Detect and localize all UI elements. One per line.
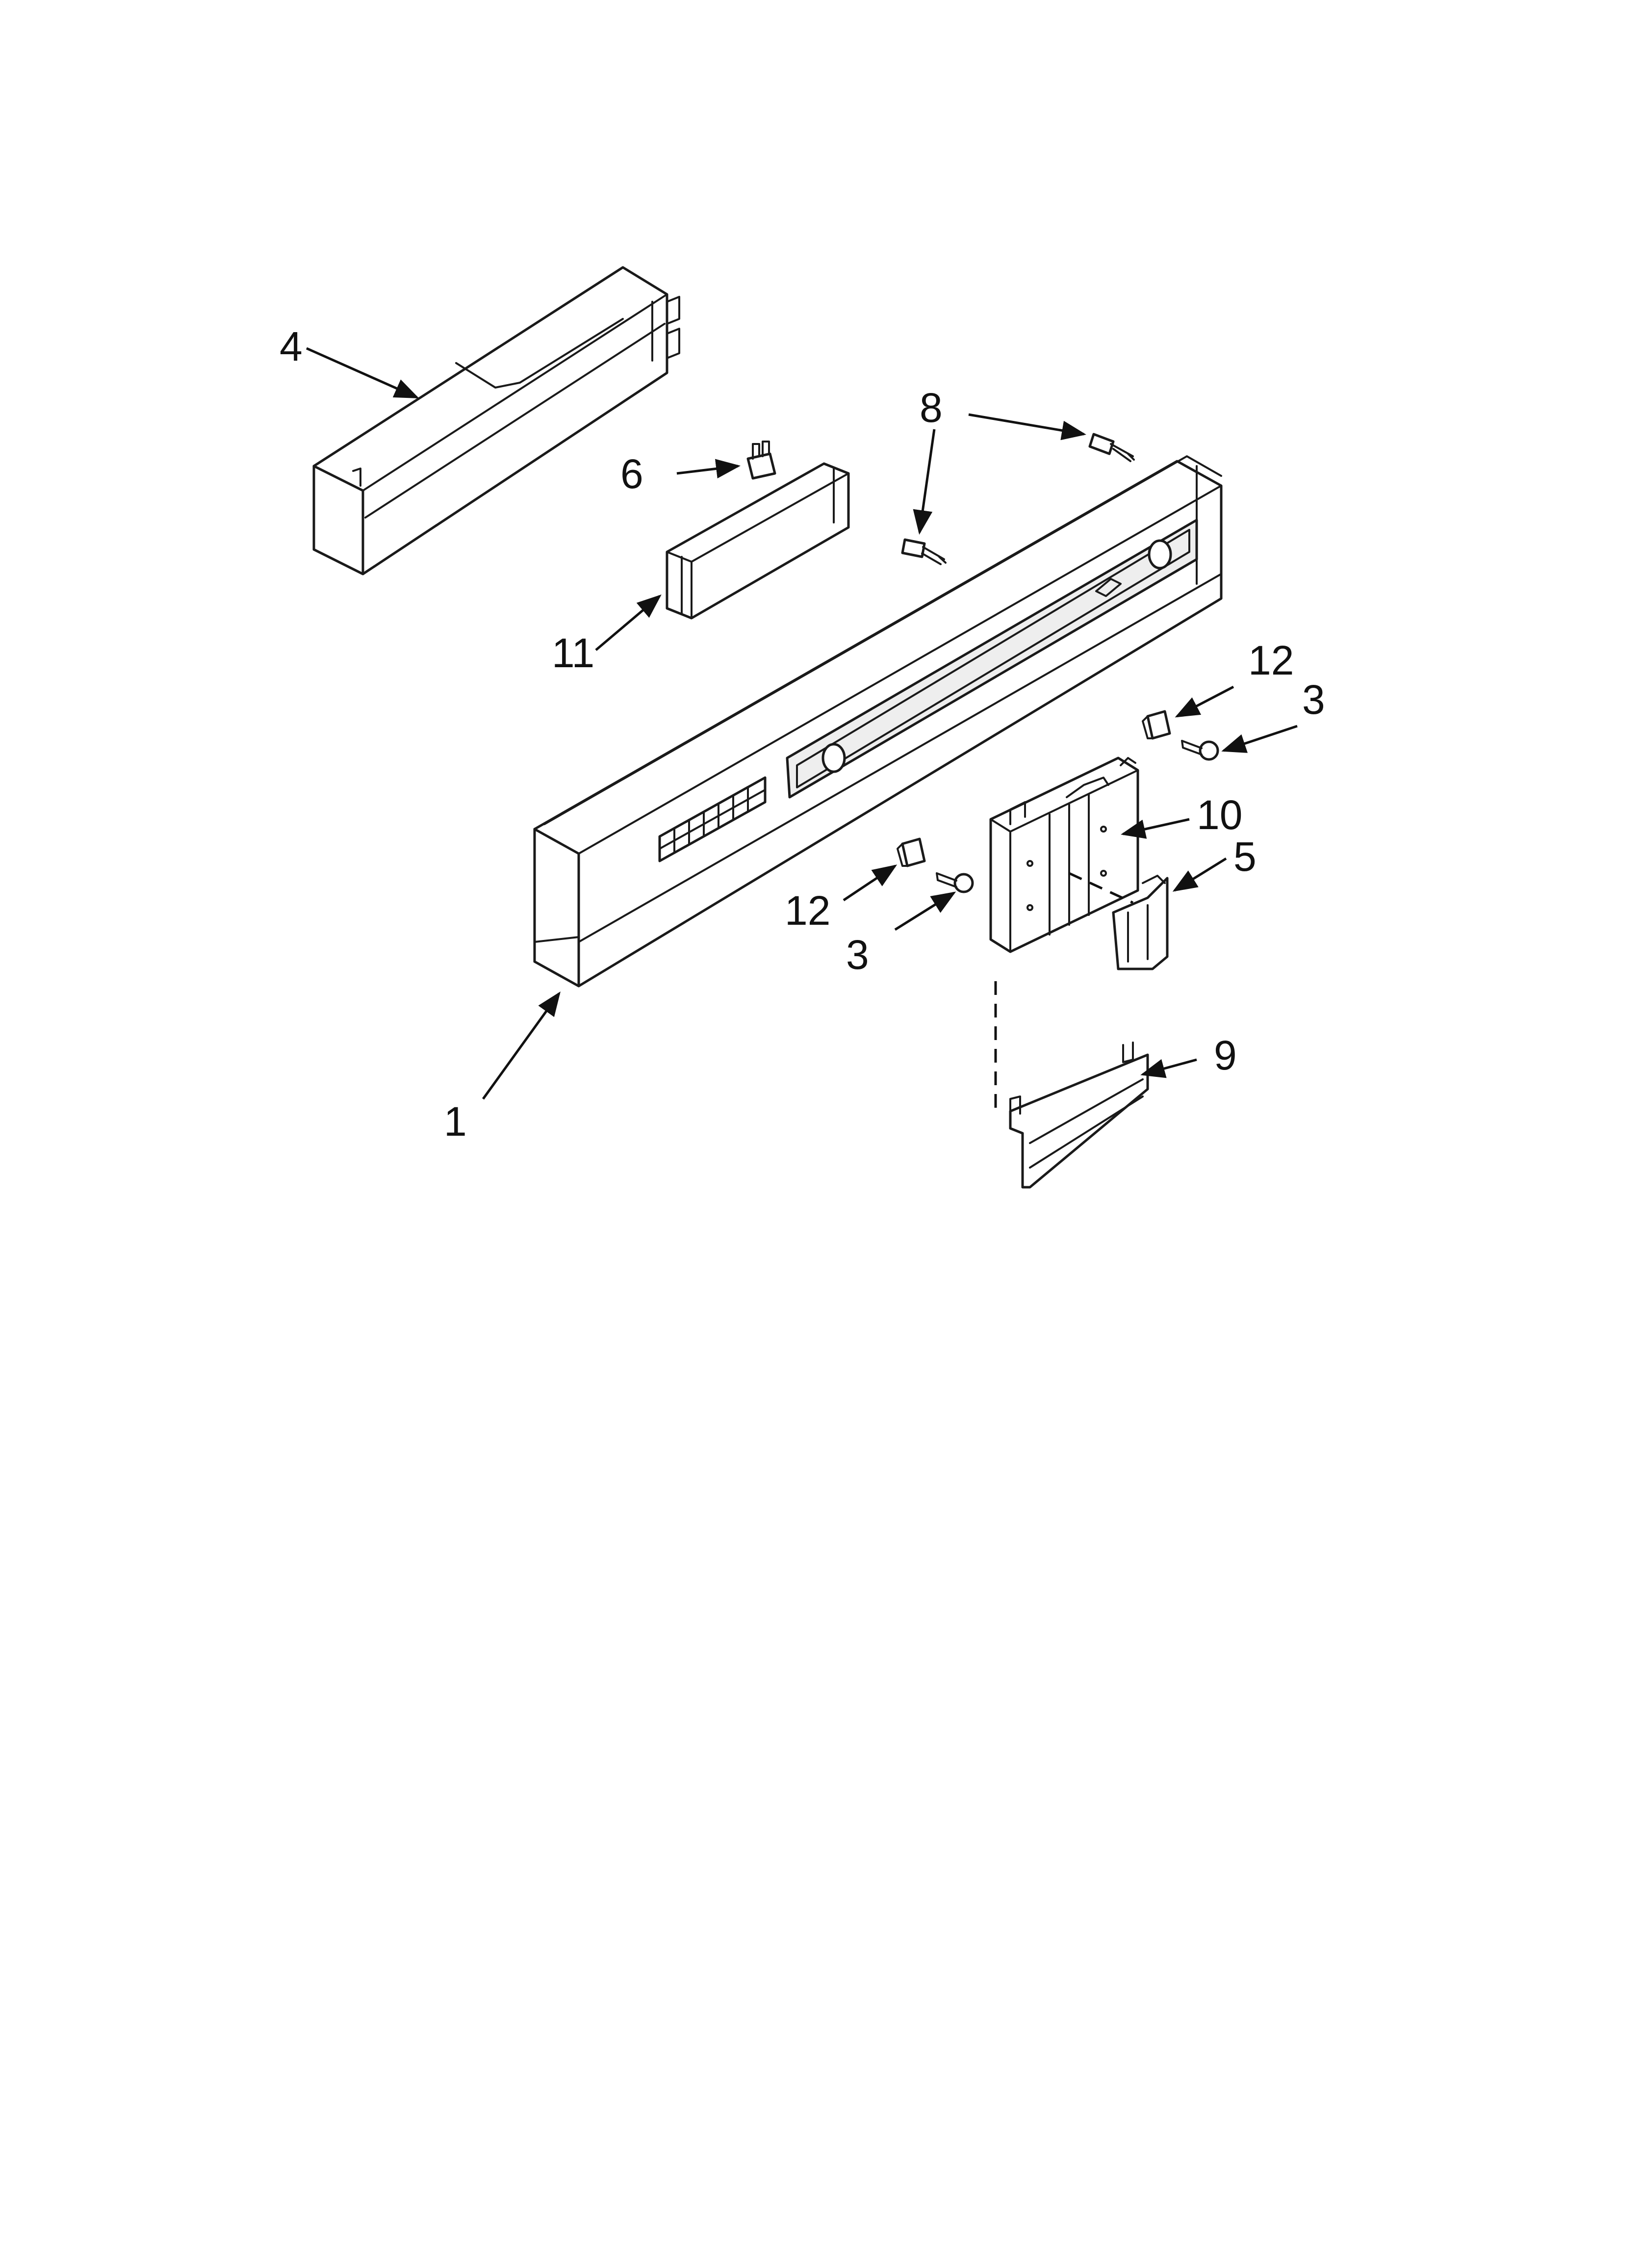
leader-3-upper <box>1221 725 1298 753</box>
callout-3-upper: 3 <box>1302 677 1325 723</box>
button-grid <box>658 776 767 862</box>
leader-10 <box>1121 818 1190 839</box>
leader-1 <box>482 991 561 1100</box>
leader-12-lower <box>843 864 898 902</box>
part-8-screw-upper <box>1088 433 1135 462</box>
part-6-clip <box>746 441 776 480</box>
callout-11: 11 <box>552 630 594 676</box>
leader-9 <box>1140 1058 1197 1078</box>
part-8-screw-lower <box>901 538 947 565</box>
leader-11 <box>595 594 662 651</box>
callout-6: 6 <box>620 451 643 497</box>
leader-4 <box>306 347 419 399</box>
callout-1: 1 <box>444 1098 467 1145</box>
leader-12-upper <box>1175 685 1234 718</box>
callout-3-lower: 3 <box>846 932 869 978</box>
part-5-latch <box>1112 875 1169 970</box>
leader-lines <box>306 347 1298 1100</box>
leader-5 <box>1172 857 1227 892</box>
callout-9: 9 <box>1214 1032 1237 1078</box>
callout-8: 8 <box>920 385 943 431</box>
leader-6 <box>676 459 741 479</box>
leader-8-upper <box>968 413 1086 441</box>
leader-3-lower <box>894 891 956 931</box>
part-11-module <box>666 462 850 620</box>
part-12-clip-lower <box>897 837 926 867</box>
part-1-console <box>533 455 1223 988</box>
part-3-screw-upper <box>1181 740 1219 761</box>
part-12-clip-upper <box>1142 710 1171 740</box>
callout-12-lower: 12 <box>785 887 830 934</box>
part-9-rail <box>1009 1042 1149 1189</box>
part-3-screw-lower <box>936 872 974 893</box>
callout-labels: 4 6 8 11 12 3 10 5 12 3 9 1 <box>280 323 1325 1145</box>
callout-4: 4 <box>280 323 303 369</box>
callout-5: 5 <box>1233 834 1257 880</box>
callout-10: 10 <box>1197 792 1242 838</box>
leader-8-lower <box>913 429 936 535</box>
part-10-bracket <box>989 756 1139 953</box>
callout-12-upper: 12 <box>1248 637 1294 683</box>
part-4-shield <box>312 266 680 575</box>
